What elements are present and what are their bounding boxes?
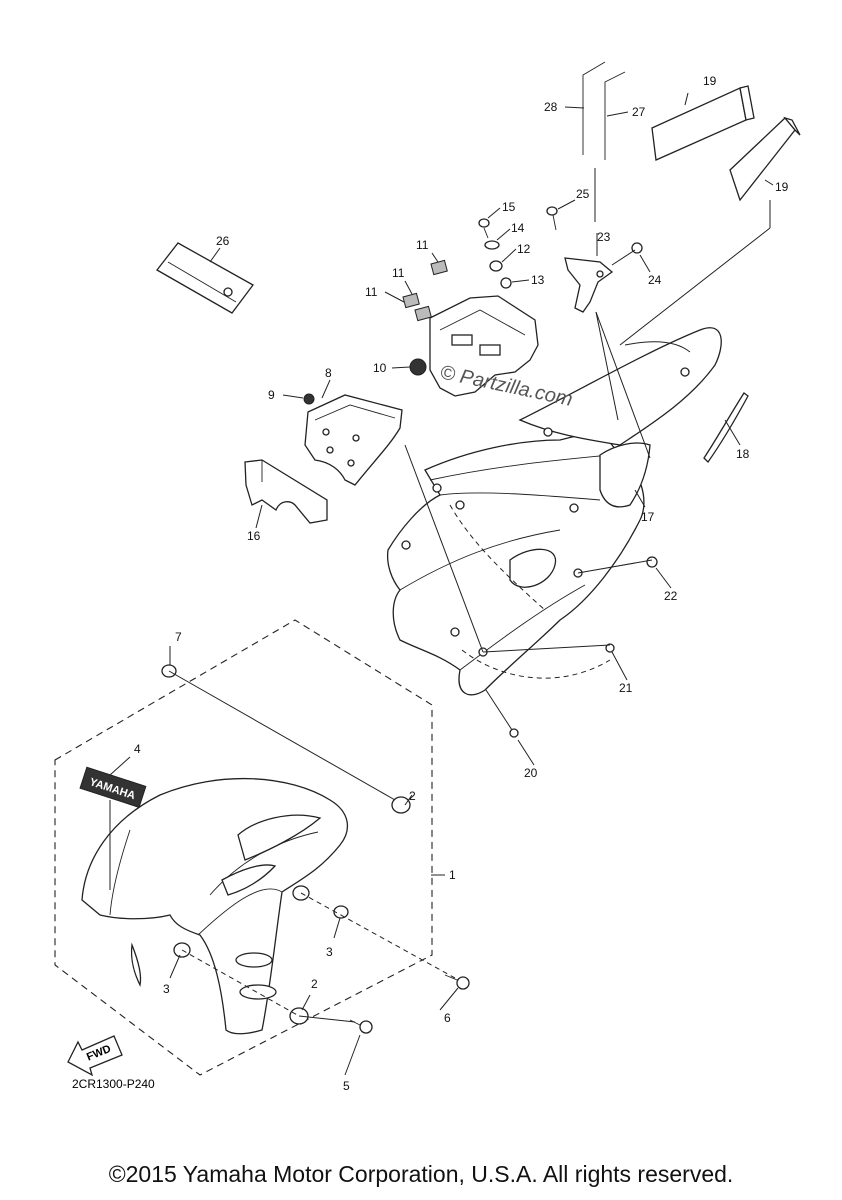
pad-19-upper: [651, 85, 755, 161]
callout-10: 10: [373, 361, 387, 375]
callout-2-upper: 2: [409, 789, 416, 803]
callout-3-left: 3: [163, 982, 170, 996]
callout-28: 28: [544, 100, 558, 114]
callout-19-upper: 19: [703, 74, 717, 88]
bolt-21: [605, 643, 615, 653]
bolt-5: [349, 1019, 373, 1034]
callout-13: 13: [531, 273, 545, 287]
callout-11-mid: 11: [392, 266, 405, 280]
callout-20: 20: [524, 766, 538, 780]
callout-21: 21: [619, 681, 633, 695]
callout-5: 5: [343, 1079, 350, 1093]
bracket-8: [304, 394, 403, 486]
callout-16: 16: [247, 529, 261, 543]
bolt-22: [646, 556, 658, 568]
bolt-6: [444, 974, 470, 990]
callout-12: 12: [517, 242, 531, 256]
bolt-15: [478, 218, 490, 239]
hex-key-27: [604, 71, 626, 160]
cover-16: [244, 459, 328, 524]
callout-15: 15: [502, 200, 516, 214]
diagram-code: 2CR1300-P240: [72, 1077, 155, 1091]
callout-8: 8: [325, 366, 332, 380]
yamaha-decal: YAMAHA: [79, 766, 147, 808]
bolt-25: [546, 206, 558, 231]
pad-11-lower: [414, 305, 432, 322]
callout-22: 22: [664, 589, 678, 603]
bolt-13: [500, 277, 512, 289]
callout-27: 27: [632, 105, 646, 119]
callout-19-lower: 19: [775, 180, 789, 194]
hex-key-28: [582, 61, 606, 155]
pad-11-upper: [430, 259, 448, 276]
seat-cowl: [518, 327, 722, 446]
callout-leaders: [109, 92, 774, 1076]
side-cover-17: [599, 442, 651, 508]
callout-24: 24: [648, 273, 662, 287]
callout-23: 23: [597, 230, 611, 244]
holder-26: [156, 242, 254, 314]
strip-18: [703, 392, 749, 464]
callout-1: 1: [449, 868, 456, 882]
front-fender-group: YAMAHA FWD 2CR1300-P240: [54, 619, 470, 1091]
callout-14: 14: [511, 221, 525, 235]
callout-11-top: 11: [416, 238, 429, 252]
callout-17: 17: [641, 510, 655, 524]
pad-11-mid: [402, 292, 420, 309]
collar-3: [333, 905, 349, 919]
washer-14: [484, 240, 500, 250]
nut-12: [489, 260, 503, 272]
damper-2-upper: [391, 796, 411, 814]
bracket-23: [564, 257, 614, 313]
box-10: [409, 295, 539, 397]
callout-18: 18: [736, 447, 750, 461]
callout-11-low: 11: [365, 285, 378, 299]
callout-3-right: 3: [326, 945, 333, 959]
screw-9: [303, 393, 315, 405]
assembly-boundary: [54, 619, 433, 1076]
rear-fender-group: [386, 200, 771, 738]
copyright-notice: ©2015 Yamaha Motor Corporation, U.S.A. A…: [108, 1161, 734, 1187]
callout-9: 9: [268, 388, 275, 402]
pad-19-lower: [729, 116, 801, 202]
callout-labels: 1 2 2 3 3 4 5 6 7 8 9 10 11 11 11 12 13 …: [134, 74, 789, 1093]
callout-7: 7: [175, 630, 182, 644]
callout-26: 26: [216, 234, 230, 248]
callout-6: 6: [444, 1011, 451, 1025]
callout-25: 25: [576, 187, 590, 201]
fwd-arrow: FWD: [67, 1035, 123, 1077]
bolt-20: [509, 728, 519, 738]
callout-2-lower: 2: [311, 977, 318, 991]
callout-4: 4: [134, 742, 141, 756]
